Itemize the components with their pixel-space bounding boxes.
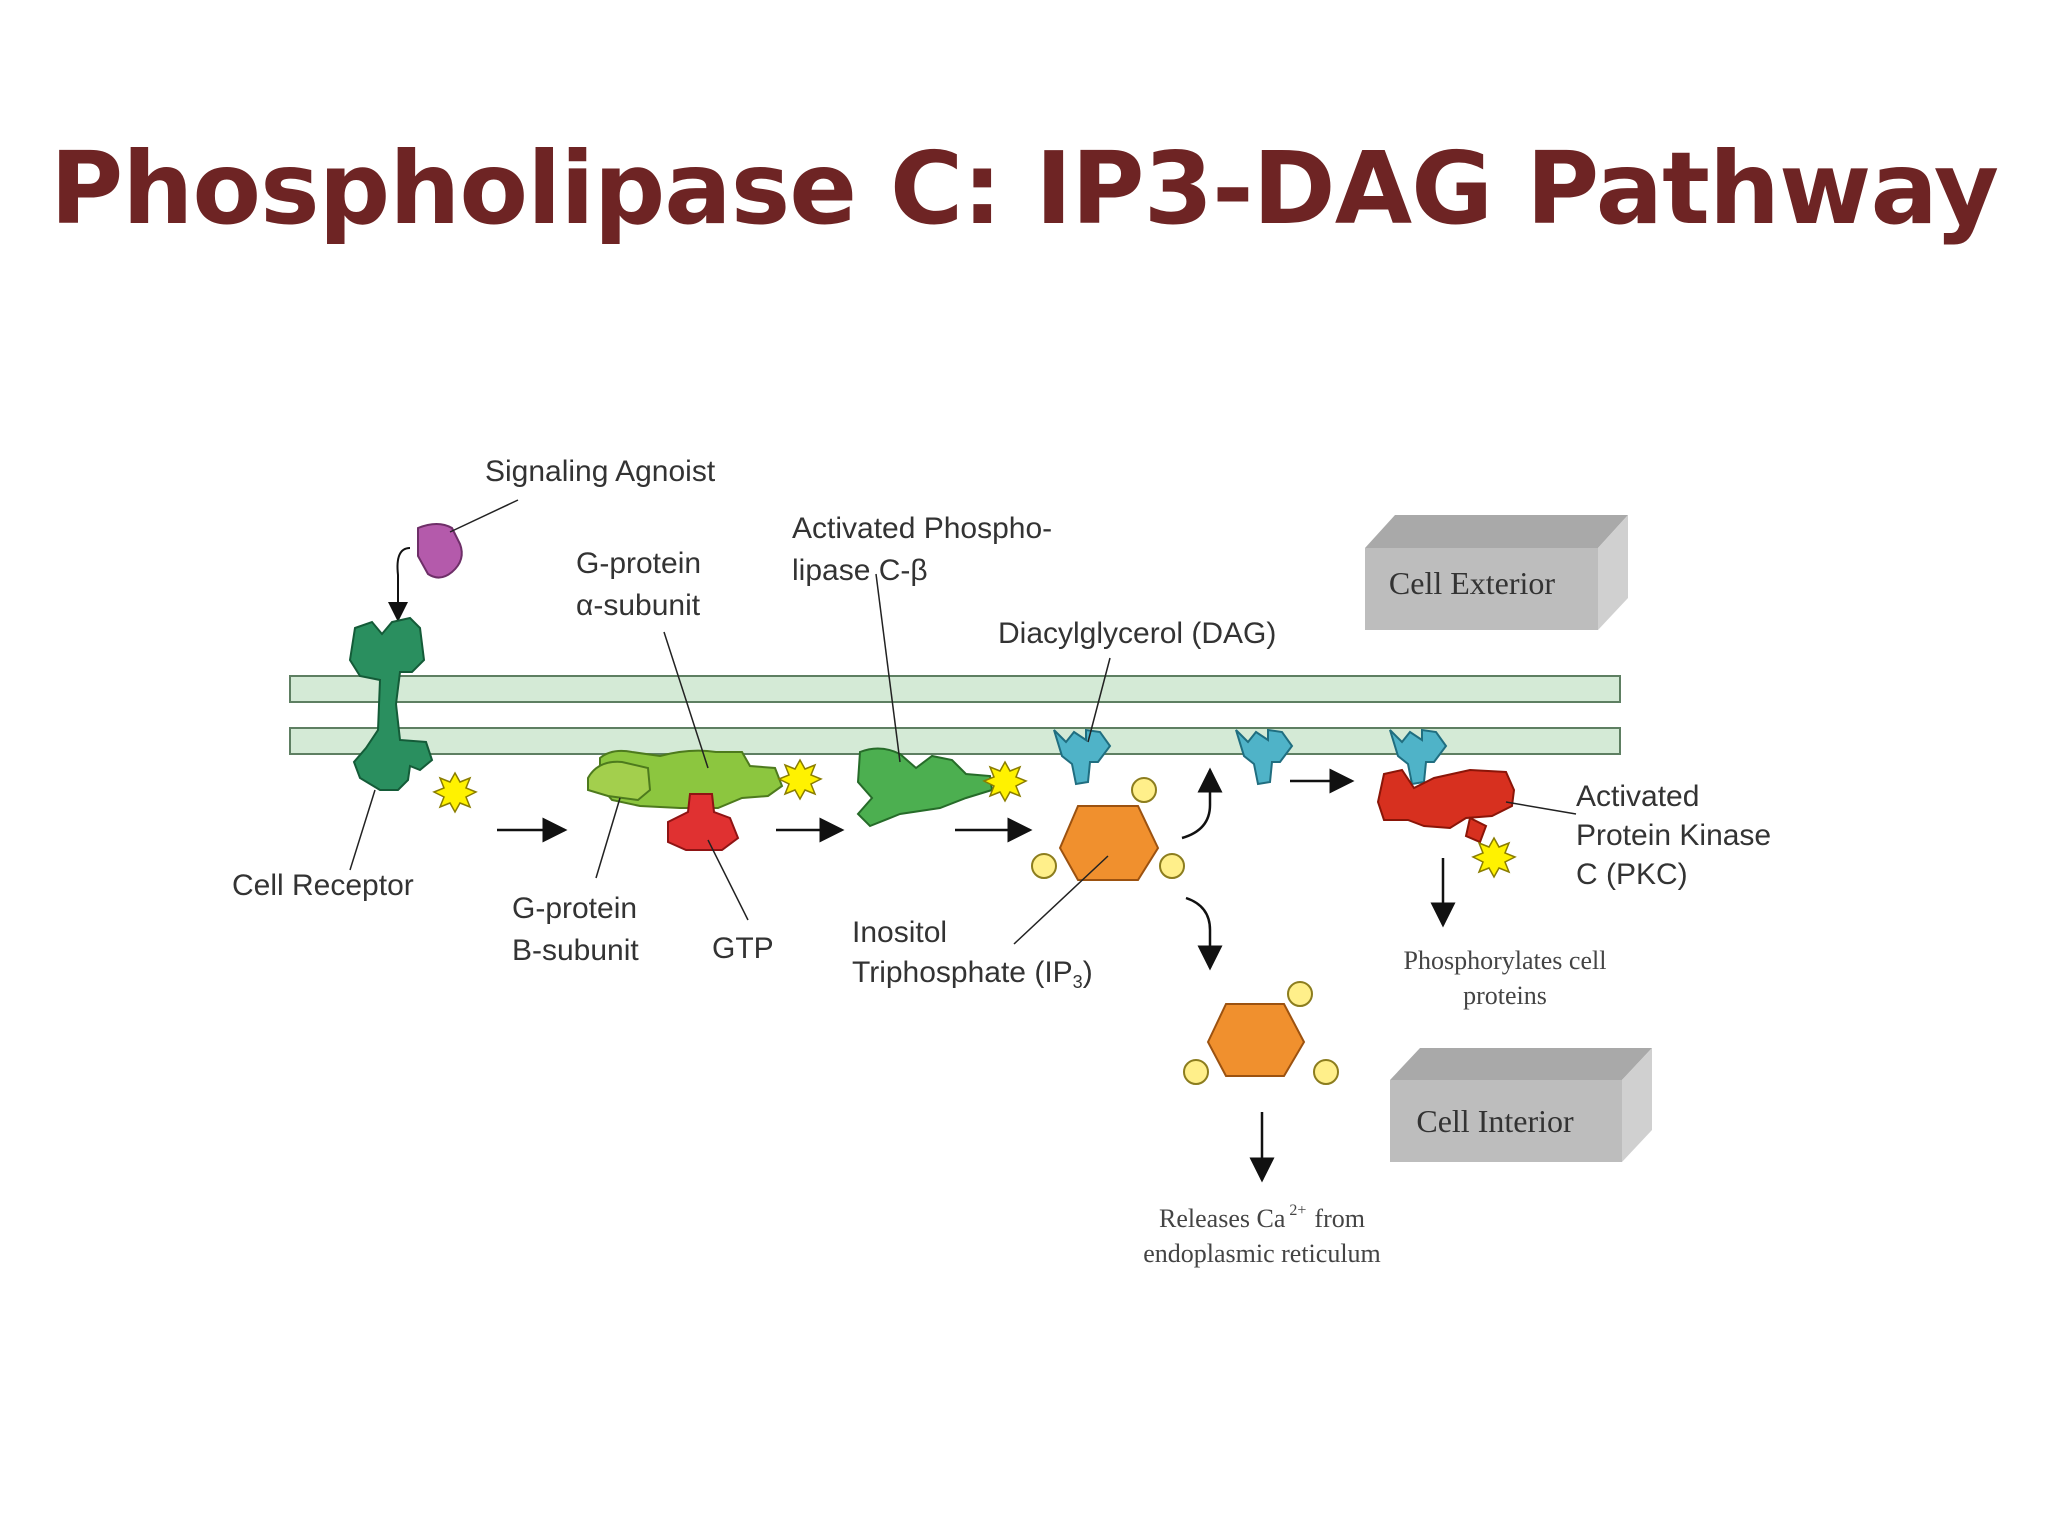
signaling-agonist-label: Signaling Agnoist xyxy=(485,455,716,488)
gtp-leader-line xyxy=(707,839,749,921)
gtp-label: GTP xyxy=(712,932,774,965)
pkc-tail-shape xyxy=(1464,816,1488,844)
signaling-agonist-shape xyxy=(417,523,463,579)
ip3-leader-line xyxy=(1013,855,1109,945)
pkc-spark-icon xyxy=(1471,836,1517,879)
ip3-molecule-cytosol xyxy=(1183,981,1339,1085)
ca-release-label-line2: endoplasmic reticulum xyxy=(1143,1239,1381,1268)
g-beta-label-line2: B-subunit xyxy=(512,934,639,967)
pkc-label-line2: Protein Kinase xyxy=(1576,819,1771,852)
pkc-shape xyxy=(1376,768,1516,830)
g-protein-beta-shape xyxy=(587,760,652,802)
plc-label-line1: Activated Phospho- xyxy=(792,512,1052,545)
phosphorylates-label-line2: proteins xyxy=(1463,981,1547,1010)
phospholipase-c-shape xyxy=(856,747,994,828)
pkc-label-line1: Activated xyxy=(1576,780,1699,813)
ip3-label-line2: Triphosphate (IP3) xyxy=(852,956,1093,992)
membrane-outer-layer xyxy=(289,675,1621,703)
g-alpha-leader-line xyxy=(663,631,709,769)
g-beta-leader-line xyxy=(595,797,621,879)
cell-exterior-label: Cell Exterior xyxy=(1389,565,1556,601)
plc-label-line2: lipase C-β xyxy=(792,554,928,587)
agonist-arrow xyxy=(388,547,411,622)
agonist-leader-line xyxy=(449,499,519,533)
ip3-molecule-membrane xyxy=(1031,777,1185,881)
cell-receptor-label: Cell Receptor xyxy=(232,869,414,902)
receptor-spark-icon xyxy=(432,771,478,814)
slide-title: Phospholipase C: IP3-DAG Pathway xyxy=(49,130,1999,247)
plc-spark-icon xyxy=(982,760,1028,803)
g-alpha-label-line1: G-protein xyxy=(576,547,701,580)
pkc-label-line3: C (PKC) xyxy=(1576,858,1688,891)
dag-label: Diacylglycerol (DAG) xyxy=(998,617,1276,650)
cell-receptor-shape xyxy=(348,616,434,791)
cell-interior-label: Cell Interior xyxy=(1416,1103,1574,1139)
dag-molecule-3 xyxy=(1389,728,1448,786)
phosphorylates-label-line1: Phosphorylates cell xyxy=(1404,946,1607,975)
dag-molecule-2 xyxy=(1235,728,1294,786)
plc-leader-line xyxy=(875,573,901,763)
ip3-label-line1: Inositol xyxy=(852,916,947,949)
ip3-down-arrow xyxy=(1185,896,1223,971)
receptor-leader-line xyxy=(349,789,376,871)
ip3-up-arrow xyxy=(1181,767,1223,840)
pkc-leader-line xyxy=(1505,801,1577,815)
cell-exterior-box: Cell Exterior xyxy=(1365,515,1628,630)
g-protein-spark-icon xyxy=(777,758,823,801)
g-alpha-label-line2: α-subunit xyxy=(576,589,701,622)
cell-interior-box: Cell Interior xyxy=(1390,1048,1652,1162)
dag-leader-line xyxy=(1087,657,1111,743)
dag-molecule-1 xyxy=(1053,728,1112,786)
g-beta-label-line1: G-protein xyxy=(512,892,637,925)
gtp-shape xyxy=(667,793,740,851)
